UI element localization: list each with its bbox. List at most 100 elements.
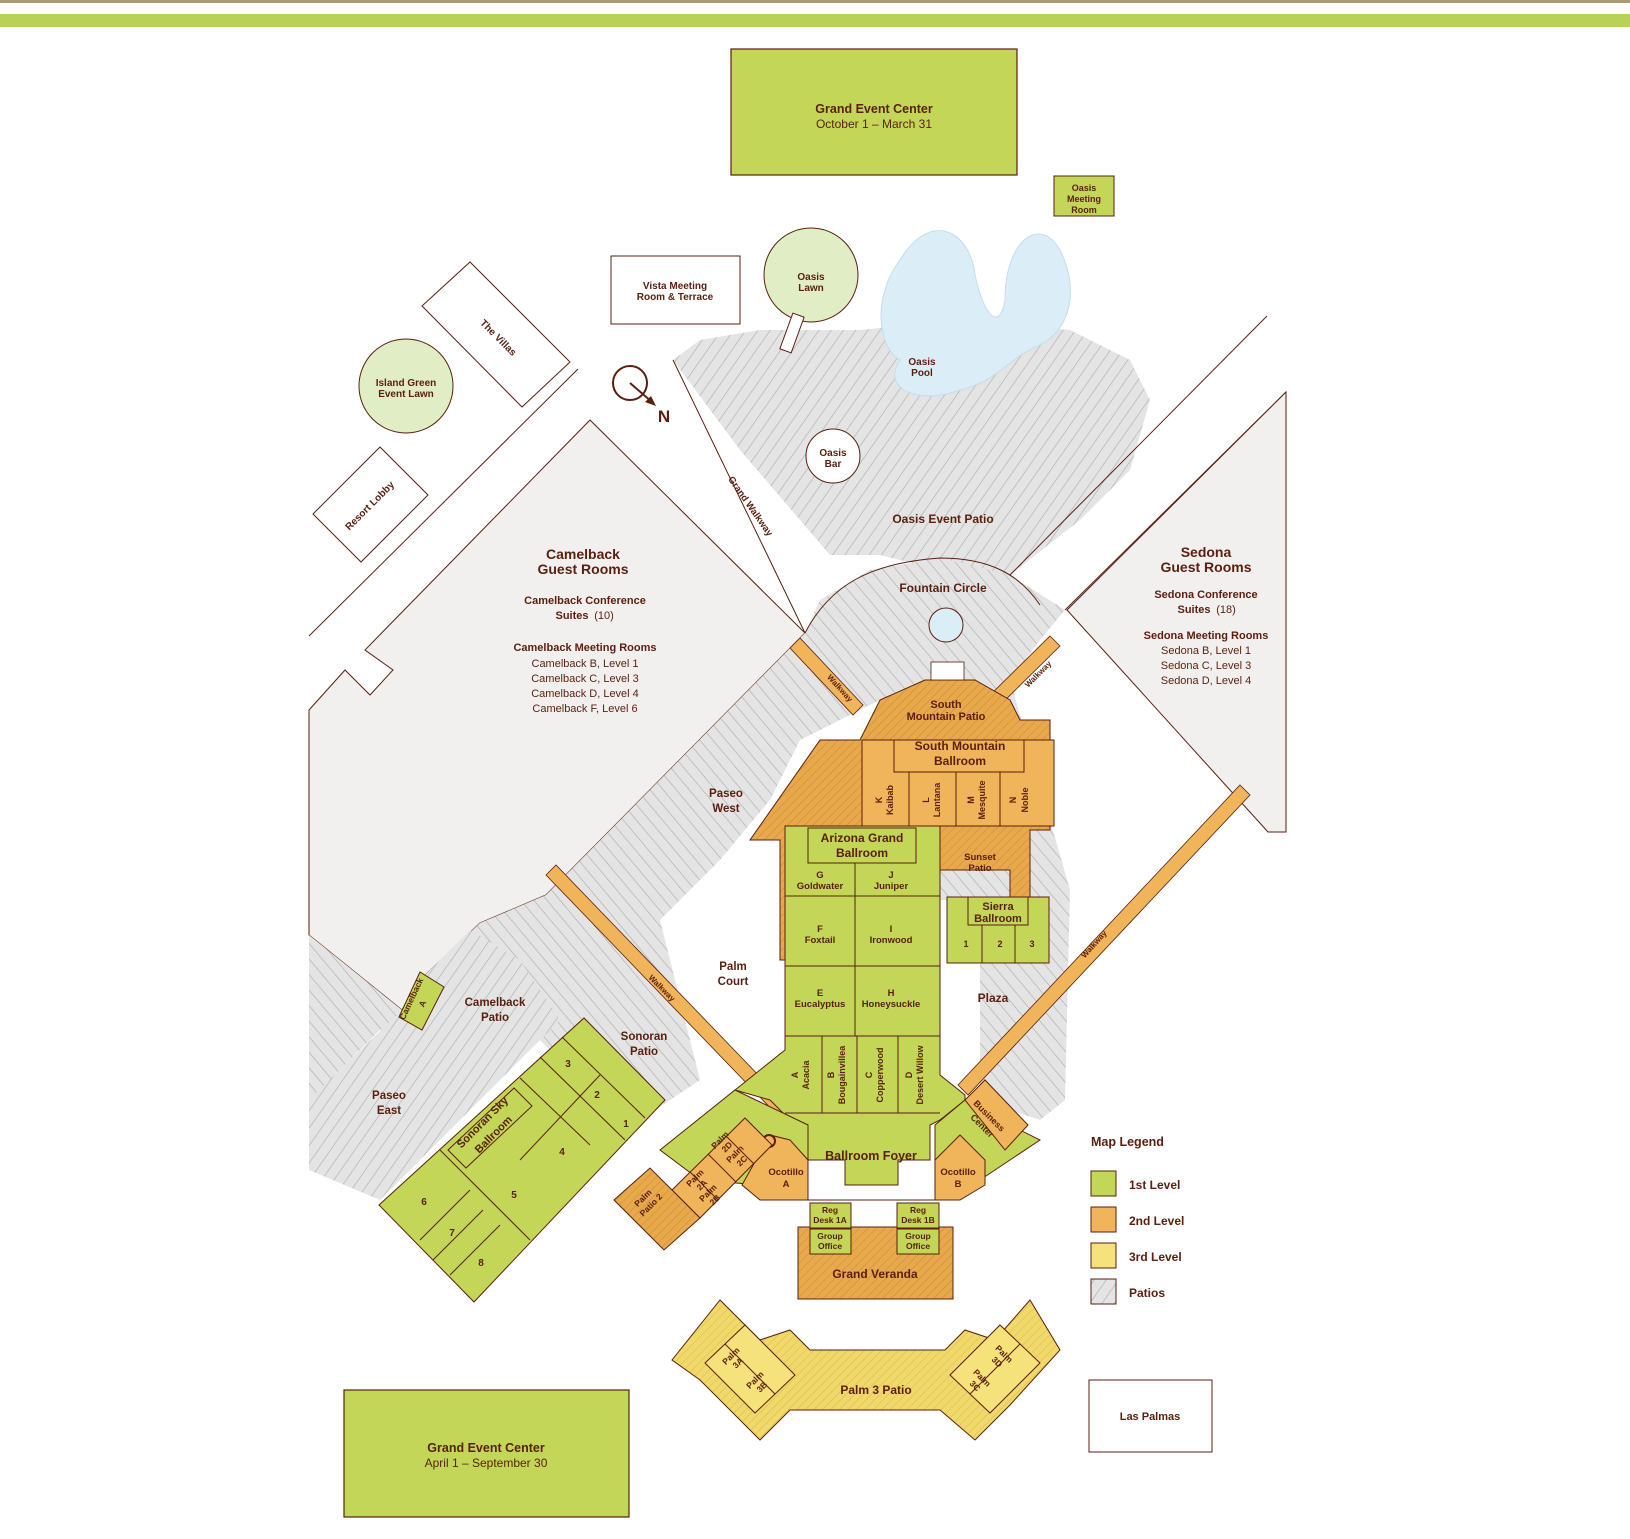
svg-text:L: L [921, 797, 931, 803]
svg-text:Sedona Meeting Rooms: Sedona Meeting Rooms [1144, 630, 1269, 642]
walkway-se [957, 784, 1251, 1096]
svg-text:B: B [826, 1071, 836, 1078]
svg-text:Room: Room [1071, 205, 1097, 215]
svg-text:G: G [816, 870, 823, 881]
svg-text:Juniper: Juniper [874, 881, 909, 892]
grand-veranda-label: Grand Veranda [832, 1267, 918, 1281]
svg-text:Honeysuckle: Honeysuckle [862, 999, 921, 1010]
svg-text:Reg: Reg [910, 1205, 926, 1215]
svg-text:1: 1 [963, 939, 968, 949]
svg-text:1: 1 [623, 1119, 629, 1130]
svg-text:3: 3 [1029, 939, 1034, 949]
svg-text:3: 3 [565, 1059, 571, 1070]
svg-text:Camelback Conference: Camelback Conference [524, 595, 646, 607]
sunset-patio-label-2: Patio [968, 863, 991, 874]
svg-text:Kaibab: Kaibab [885, 784, 895, 815]
svg-text:Las Palmas: Las Palmas [1120, 1411, 1181, 1423]
svg-text:Suites: Suites [555, 610, 588, 622]
svg-text:D: D [904, 1071, 914, 1078]
svg-text:Camelback B, Level 1: Camelback B, Level 1 [532, 658, 639, 670]
svg-text:K: K [874, 796, 884, 803]
south-mountain-ballroom: South Mountain Ballroom K Kaibab L Lanta… [861, 739, 1055, 827]
svg-text:(18): (18) [1216, 604, 1236, 616]
svg-text:H: H [888, 988, 895, 999]
grand-event-center-north: Grand Event Center October 1 – March 31 [730, 48, 1018, 176]
svg-text:(10): (10) [594, 610, 614, 622]
svg-text:South Mountain: South Mountain [915, 739, 1006, 753]
svg-text:Copperwood: Copperwood [875, 1048, 885, 1103]
svg-text:Suites: Suites [1177, 604, 1210, 616]
vista-meeting-room: Vista Meeting Room & Terrace [610, 255, 741, 325]
svg-text:Patios: Patios [1129, 1286, 1165, 1300]
oasis-bar: Oasis Bar [805, 428, 861, 484]
svg-text:C: C [864, 1071, 874, 1078]
svg-text:Group: Group [817, 1231, 843, 1241]
walkway-ne [1009, 315, 1268, 576]
svg-text:Foxtail: Foxtail [805, 935, 836, 946]
svg-text:Office: Office [906, 1241, 930, 1251]
paseo-west-label-2: West [712, 803, 739, 815]
svg-text:Camelback D, Level 4: Camelback D, Level 4 [531, 688, 639, 700]
svg-text:B: B [955, 1179, 962, 1190]
svg-text:Desert Willow: Desert Willow [915, 1045, 925, 1105]
walkway-nw [789, 637, 864, 716]
svg-text:Ocotillo: Ocotillo [768, 1167, 804, 1178]
svg-text:Sedona B, Level 1: Sedona B, Level 1 [1161, 645, 1251, 657]
svg-text:6: 6 [421, 1197, 427, 1208]
grand-walkway-label: Grand Walkway [725, 475, 775, 540]
svg-text:Ballroom Foyer: Ballroom Foyer [825, 1149, 917, 1163]
grand-walkway-edge [308, 368, 579, 637]
svg-text:Oasis: Oasis [1072, 183, 1097, 193]
svg-text:Palm 3 Patio: Palm 3 Patio [840, 1383, 911, 1397]
svg-text:Camelback F, Level 6: Camelback F, Level 6 [532, 703, 637, 715]
legend-item-patios: Patios [1090, 1278, 1165, 1305]
the-villas: The Villas [421, 261, 571, 408]
paseo-east-label-2: East [377, 1105, 401, 1117]
paseo-west-label: Paseo [709, 788, 743, 800]
island-green-event-lawn: Island Green Event Lawn [358, 338, 454, 434]
svg-text:Bar: Bar [825, 459, 842, 470]
svg-text:April 1 – September 30: April 1 – September 30 [425, 1456, 548, 1470]
sunset-patio-label: Sunset [964, 852, 997, 863]
palm-3-patio: Palm 3A Palm 3B Palm 3C Palm 3D Palm 3 P… [671, 1299, 1061, 1441]
svg-text:2nd Level: 2nd Level [1129, 1214, 1184, 1228]
svg-text:Oasis: Oasis [797, 272, 825, 283]
business-center: Business Center [964, 1079, 1029, 1151]
svg-text:Bougainvillea: Bougainvillea [837, 1045, 847, 1105]
svg-text:Arizona Grand: Arizona Grand [821, 831, 904, 845]
svg-text:Camelback: Camelback [546, 546, 620, 562]
oasis-pool-label: Oasis [908, 357, 936, 368]
oasis-lawn: Oasis Lawn [763, 227, 859, 354]
svg-text:Guest Rooms: Guest Rooms [1160, 559, 1251, 575]
paseo-east-label: Paseo [372, 1090, 406, 1102]
svg-text:I: I [890, 924, 893, 935]
north-arrow: N [612, 365, 670, 426]
svg-text:Lawn: Lawn [798, 283, 824, 294]
svg-text:1st Level: 1st Level [1129, 1178, 1180, 1192]
svg-text:7: 7 [449, 1228, 455, 1239]
legend-item-1st-level: 1st Level [1090, 1170, 1180, 1197]
svg-text:Grand Event Center: Grand Event Center [815, 102, 933, 116]
palm-court-label: Palm [719, 961, 747, 973]
oasis-event-patio-label: Oasis Event Patio [892, 512, 993, 526]
svg-text:Desk 1B: Desk 1B [901, 1215, 935, 1225]
svg-text:Group: Group [905, 1231, 931, 1241]
oasis-meeting-room: Oasis Meeting Room [1053, 175, 1115, 217]
svg-text:5: 5 [511, 1190, 517, 1201]
camelback-patio-label-2: Patio [481, 1012, 509, 1024]
svg-text:E: E [817, 988, 823, 999]
top-accent-bar [0, 14, 1630, 27]
svg-text:Island Green: Island Green [376, 378, 437, 389]
sonoran-patio-label-2: Patio [630, 1046, 658, 1058]
svg-text:Mesquite: Mesquite [977, 780, 987, 819]
svg-text:Ocotillo: Ocotillo [940, 1167, 976, 1178]
svg-text:Event Lawn: Event Lawn [378, 389, 434, 400]
svg-text:F: F [817, 924, 823, 935]
svg-text:Goldwater: Goldwater [797, 881, 844, 892]
svg-text:Sedona: Sedona [1181, 544, 1232, 560]
svg-text:Ballroom: Ballroom [974, 913, 1022, 925]
legend-title: Map Legend [1091, 1135, 1164, 1149]
camelback-patio-label: Camelback [465, 997, 526, 1009]
sonoran-patio-label: Sonoran [621, 1031, 668, 1043]
legend-item-3rd-level: 3rd Level [1090, 1242, 1182, 1269]
